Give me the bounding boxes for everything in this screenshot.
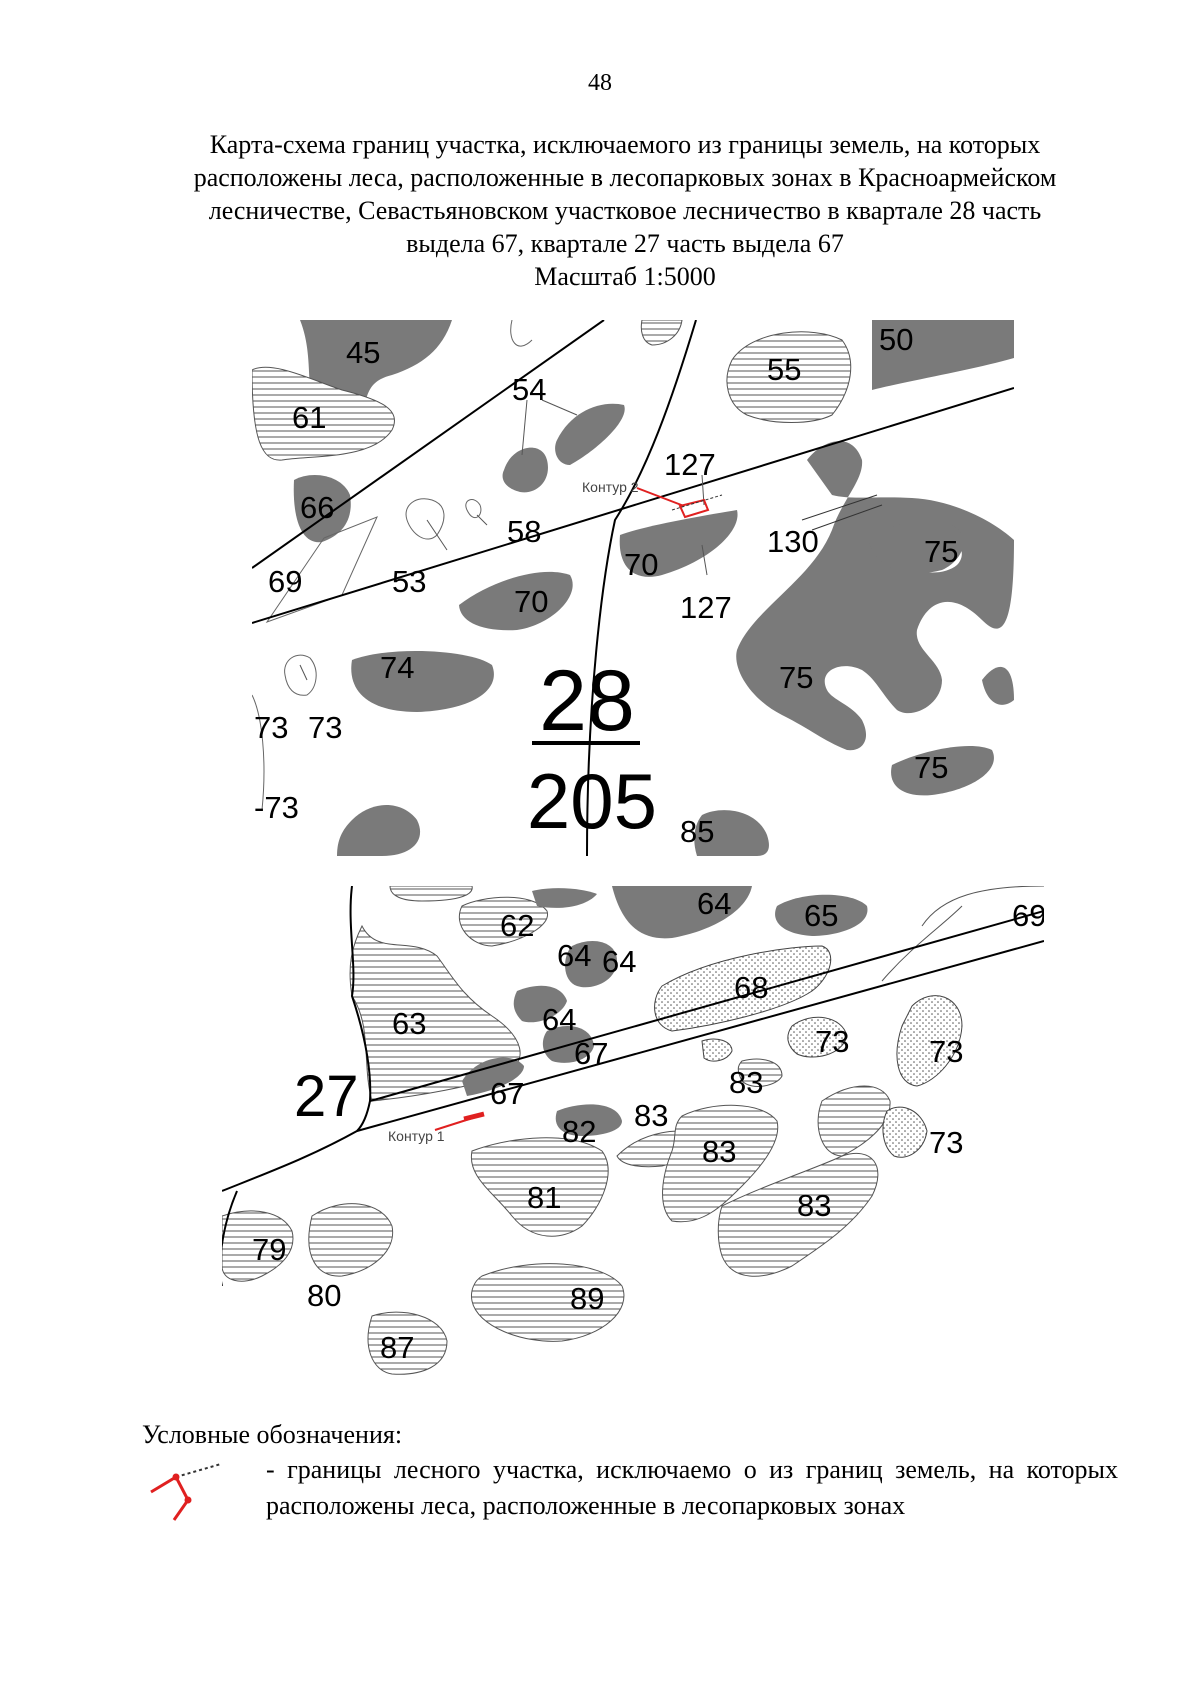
stand-label: 50 bbox=[879, 322, 913, 357]
dotted-stands bbox=[654, 945, 963, 1158]
stand-label: 75 bbox=[914, 750, 948, 785]
stand-label: 45 bbox=[346, 335, 380, 370]
stand-label: 65 bbox=[804, 898, 838, 933]
stand-label: 70 bbox=[514, 584, 548, 619]
stand-label: 73 bbox=[929, 1034, 963, 1069]
title-line: расположены леса, расположенные в лесопа… bbox=[193, 163, 1057, 192]
contour-1-boundary bbox=[434, 1111, 485, 1131]
title-line: Карта-схема границ участка, исключаемого… bbox=[209, 130, 1041, 159]
quarter-boundaries bbox=[252, 320, 1014, 856]
forest-stands bbox=[462, 886, 868, 1136]
forest-stands bbox=[293, 320, 1014, 856]
map-quarter-28: Контур 2 45 50 54 55 61 66 127 58 69 53 … bbox=[252, 320, 1014, 856]
stand-label: 74 bbox=[380, 650, 414, 685]
red-boundary-line-icon bbox=[150, 1463, 222, 1521]
stand-label: 67 bbox=[490, 1076, 524, 1111]
stand-label: 69 bbox=[1012, 898, 1044, 933]
stand-label: 64 bbox=[557, 938, 591, 973]
leader-lines bbox=[299, 399, 708, 681]
quarter-boundaries bbox=[222, 886, 1044, 1286]
stand-label: 73 bbox=[929, 1125, 963, 1160]
contour-1-label: Контур 1 bbox=[388, 1128, 445, 1144]
contour-2-boundary bbox=[636, 487, 723, 519]
stand-label: 54 bbox=[512, 372, 546, 407]
stand-label: 127 bbox=[680, 590, 732, 625]
stand-label: 81 bbox=[527, 1180, 561, 1215]
stand-label: 68 bbox=[734, 970, 768, 1005]
hatched-stands bbox=[222, 886, 891, 1375]
stand-label: 83 bbox=[702, 1134, 736, 1169]
map-quarter-27: Контур 1 62 64 65 69 64 64 68 63 64 67 7… bbox=[222, 886, 1044, 1375]
stand-label: 79 bbox=[252, 1232, 286, 1267]
stand-label: 64 bbox=[602, 944, 636, 979]
map-scale: Масштаб 1:5000 bbox=[534, 262, 716, 291]
stand-label: 87 bbox=[380, 1330, 414, 1365]
hatched-stands bbox=[252, 320, 852, 461]
stand-label: 58 bbox=[507, 514, 541, 549]
stand-label: 70 bbox=[624, 547, 658, 582]
stand-label: 63 bbox=[392, 1006, 426, 1041]
hatching-130 bbox=[801, 494, 883, 531]
title-line: выдела 67, квартале 27 часть выдела 67 bbox=[406, 229, 844, 258]
page-number: 48 bbox=[588, 70, 612, 96]
stand-label: 64 bbox=[697, 886, 731, 921]
outline-stands bbox=[881, 886, 1044, 982]
stand-label: 80 bbox=[307, 1278, 341, 1313]
stand-label: 55 bbox=[767, 352, 801, 387]
legend-title: Условные обозначения: bbox=[142, 1420, 403, 1449]
stand-label: 66 bbox=[300, 490, 334, 525]
stand-label: 130 bbox=[767, 524, 819, 559]
quarter-number: 28 bbox=[539, 653, 635, 749]
stand-label: 85 bbox=[680, 814, 714, 849]
legend-description: - границы лесного участка, исключаемо о … bbox=[266, 1455, 1118, 1520]
stand-label: 127 bbox=[664, 447, 716, 482]
stand-label: 69 bbox=[268, 564, 302, 599]
stand-label: 75 bbox=[779, 660, 813, 695]
stand-label: 75 bbox=[924, 534, 958, 569]
stand-label: 73 bbox=[254, 710, 288, 745]
quarter-number: 27 bbox=[294, 1064, 359, 1129]
stand-label: 82 bbox=[562, 1114, 596, 1149]
stand-label: 62 bbox=[500, 908, 534, 943]
stand-label: 89 bbox=[570, 1281, 604, 1316]
stand-label: 64 bbox=[542, 1002, 576, 1037]
stand-label: 83 bbox=[797, 1188, 831, 1223]
stand-label: 67 bbox=[574, 1036, 608, 1071]
stand-label: 83 bbox=[729, 1065, 763, 1100]
contour-2-label: Контур 2 bbox=[582, 479, 639, 495]
stand-label: 73 bbox=[308, 710, 342, 745]
quarter-area: 205 bbox=[527, 757, 657, 845]
outline-stands bbox=[252, 320, 533, 811]
stand-label: 53 bbox=[392, 564, 426, 599]
stand-label: 61 bbox=[292, 400, 326, 435]
title-line: лесничестве, Севастьяновском участковое … bbox=[208, 196, 1042, 225]
stand-label: 73 bbox=[815, 1024, 849, 1059]
stand-label: 83 bbox=[634, 1098, 668, 1133]
map-title: Карта-схема границ участка, исключаемого… bbox=[120, 128, 1130, 293]
stand-label: -73 bbox=[254, 790, 299, 825]
